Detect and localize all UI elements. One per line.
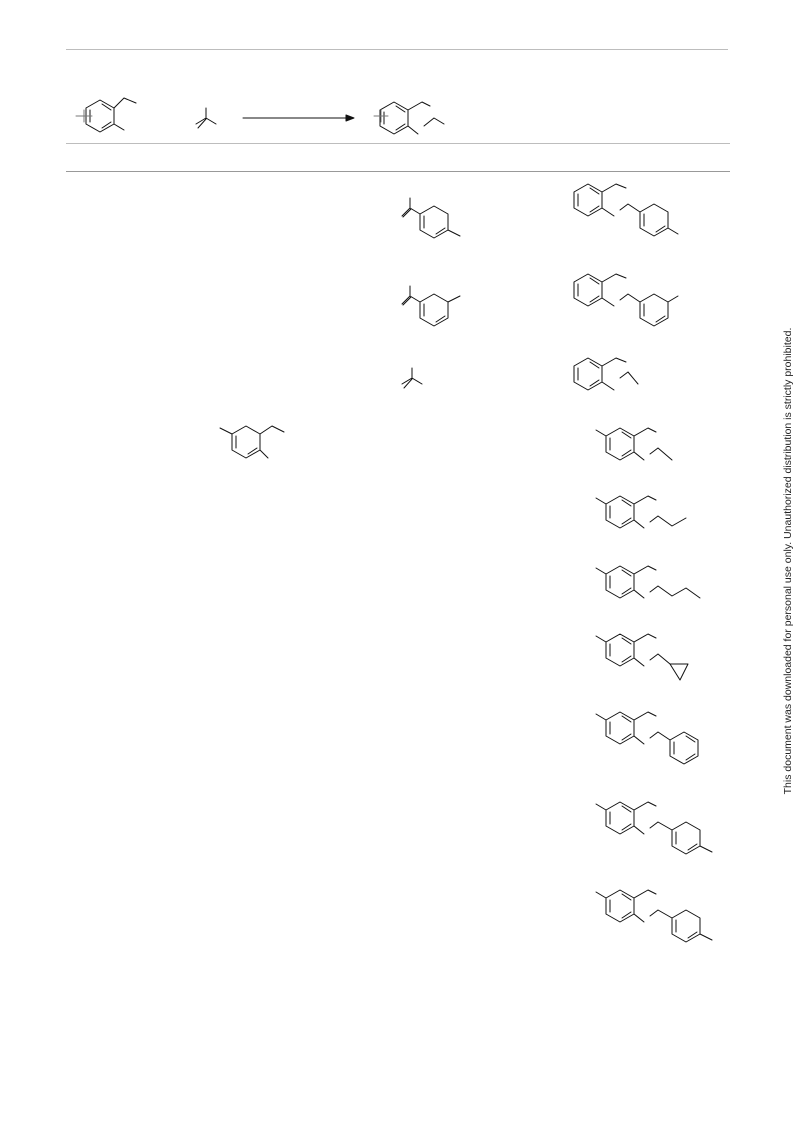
row-2-reagent-structure (401, 285, 461, 327)
header-rule (66, 171, 730, 172)
row-5-product-structure (595, 495, 687, 529)
row-1-reagent-structure (401, 197, 461, 239)
row-1-product-structure (573, 183, 679, 237)
row-4-substrate-structure (219, 425, 285, 459)
row-6-product-structure (595, 565, 701, 599)
row-4-product-structure (595, 427, 673, 461)
row-10-product-structure (595, 889, 713, 943)
row-2-product-structure (573, 273, 679, 327)
row-8-product-structure (595, 711, 699, 765)
scheme-reactant-structure (75, 97, 137, 133)
scheme-product-structure (373, 101, 445, 135)
row-7-product-structure (595, 633, 689, 681)
row-3-reagent-structure (401, 367, 423, 389)
row-9-product-structure (595, 801, 713, 855)
scheme-reagent-structure (195, 107, 217, 129)
row-3-product-structure (573, 357, 639, 391)
download-watermark: This document was downloaded for persona… (782, 327, 793, 795)
scheme-bottom-rule (66, 143, 730, 144)
top-rule (66, 49, 728, 50)
reaction-arrow (242, 114, 355, 122)
